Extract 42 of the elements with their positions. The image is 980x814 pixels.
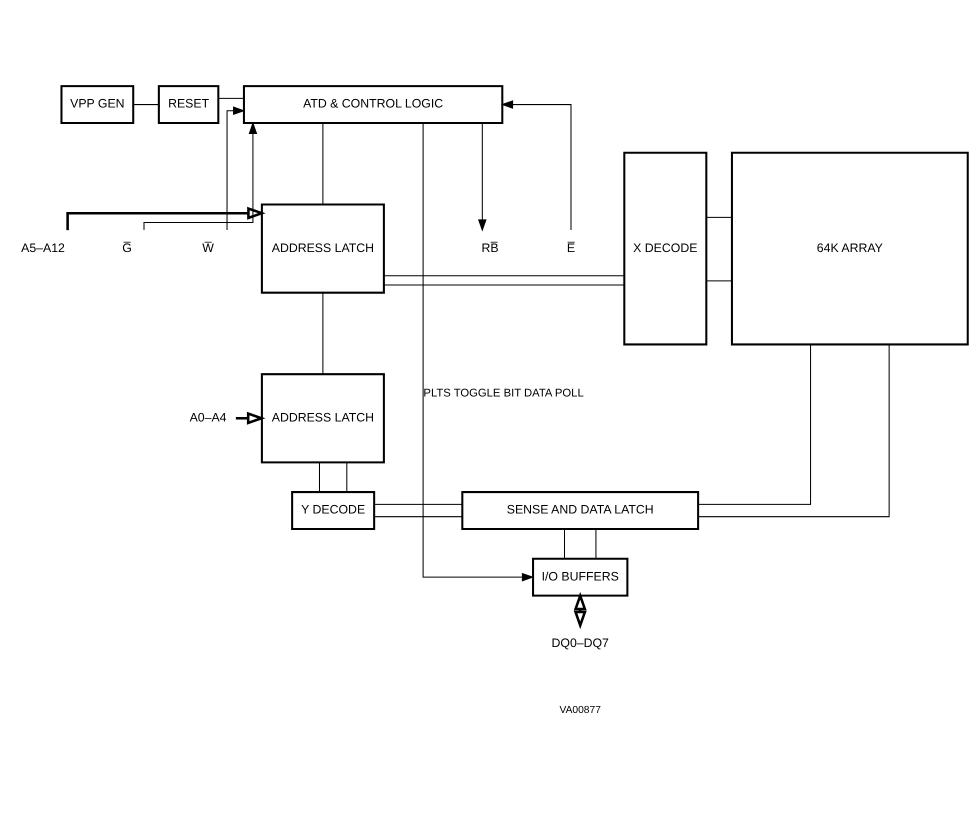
arrow [422,122,534,581]
connector [218,97,244,98]
connector [384,274,624,276]
connector [706,216,732,218]
connector [133,104,159,105]
node-box: Y DECODE [291,490,376,530]
connector [384,284,624,285]
connector [564,528,566,558]
node-text: A5–A12 [21,240,65,254]
node-box: X DECODE [623,151,708,345]
arrow [143,121,258,230]
arrow [478,122,487,232]
node-text: DQ0–DQ7 [552,635,609,650]
arrow [574,591,587,629]
arrow [236,411,266,424]
node-box: ADDRESS LATCH [260,372,385,463]
arrow [500,100,572,230]
node-text: G̅ [122,240,132,254]
node-box: 64K ARRAY [730,151,969,345]
connector [346,462,348,492]
node-box: RESET [158,84,220,124]
node-box: SENSE AND DATA LATCH [461,490,700,530]
label: VA00877 [560,704,601,716]
connector [374,503,462,504]
node-box: I/O BUFFERS [532,557,628,596]
connector [374,516,462,517]
node-text: A0–A4 [190,410,227,424]
connector [322,122,324,204]
node-text: W̅ [202,240,214,254]
node-box: ATD & CONTROL LOGIC [242,84,504,124]
connector [698,344,812,504]
connector [318,462,320,492]
edge-label: PLTS TOGGLE BIT DATA POLL [423,386,584,399]
connector [322,292,324,374]
node-box: ADDRESS LATCH [260,202,385,294]
node-text: RB̅ [481,240,499,254]
connector [706,280,732,281]
node-text: E̅ [566,240,576,254]
connector [698,344,890,517]
node-box: VPP GEN [60,84,134,124]
arrow [226,106,246,230]
connector [595,528,596,558]
